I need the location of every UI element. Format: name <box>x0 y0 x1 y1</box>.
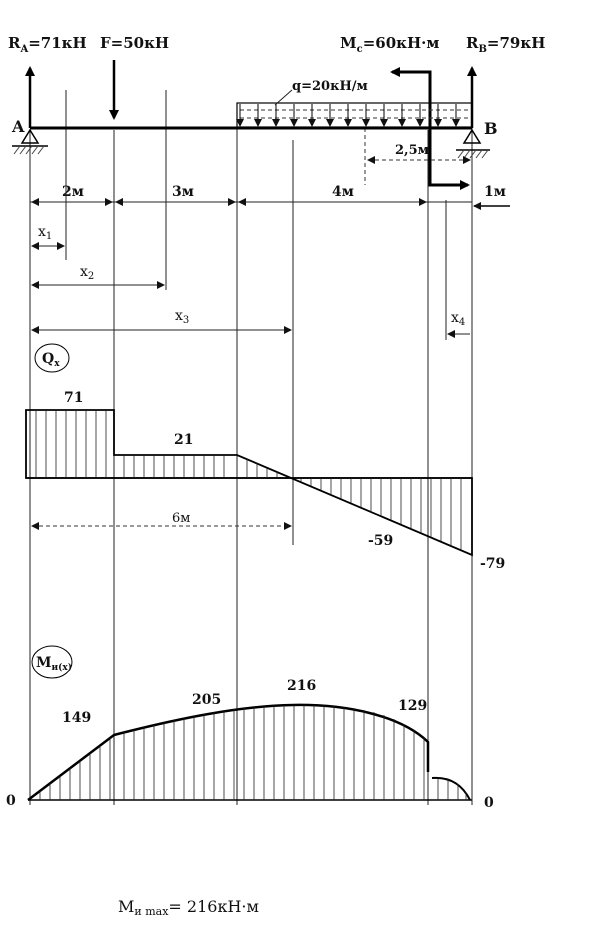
moment-value-149: 149 <box>62 710 91 726</box>
x4-sub: 4 <box>459 317 465 328</box>
x4-label: x <box>451 310 459 326</box>
dim-offset-mc: 2,5м <box>367 143 471 164</box>
ra-label: R <box>8 34 21 52</box>
force-f: F=50кН <box>100 34 169 120</box>
rb-sub: B <box>478 44 486 55</box>
x3-sub: 3 <box>183 315 189 326</box>
shear-value-minus79: -79 <box>480 556 505 572</box>
span-dimensions: 2м 3м 4м 1м <box>30 184 510 210</box>
result-sub: и max <box>134 905 169 918</box>
shear-sub: x <box>54 359 60 369</box>
reaction-ra: RA=71кН <box>8 34 87 128</box>
x1-label: x <box>38 224 46 240</box>
x2-sub: 2 <box>88 271 94 282</box>
svg-text:x2: x2 <box>80 264 94 282</box>
x2-label: x <box>80 264 88 280</box>
moment-label: M <box>36 655 52 671</box>
point-a-label: A <box>11 117 25 136</box>
shear-value-21: 21 <box>174 432 193 448</box>
shear-outline <box>25 409 473 557</box>
shear-value-minus59: -59 <box>368 533 393 549</box>
result-label: M <box>118 897 134 916</box>
moment-hatching <box>39 705 467 800</box>
moment-value-216: 216 <box>287 678 316 694</box>
x3-label: x <box>175 308 183 324</box>
rb-label: R <box>466 34 479 52</box>
shear-label: Q <box>42 351 54 367</box>
svg-text:RA=71кН: RA=71кН <box>8 34 87 55</box>
moment-curve <box>27 703 430 801</box>
section-coordinates: x1 x2 x3 x4 <box>31 224 470 338</box>
support-a <box>12 128 48 155</box>
dim-seg1: 2м <box>62 184 84 200</box>
svg-text:x4: x4 <box>451 310 465 328</box>
shear-hatching <box>35 410 462 550</box>
moment-diagram: Mи(x) 0 149 <box>6 645 494 811</box>
dim-seg3: 4м <box>332 184 354 200</box>
moment-zero-left: 0 <box>6 793 16 809</box>
x1-sub: 1 <box>46 231 52 242</box>
moment-value-129: 129 <box>398 698 427 714</box>
moment-sub: и(x) <box>52 662 73 673</box>
moment-zero-right: 0 <box>484 795 494 811</box>
max-moment-result: Mи max= 216кН·м <box>118 897 259 918</box>
rb-value: =79кН <box>487 34 545 52</box>
svg-text:Mи max= 216кН·м: Mи max= 216кН·м <box>118 897 259 918</box>
svg-text:Mc=60кН·м: Mc=60кН·м <box>340 34 439 55</box>
svg-text:Mи(x): Mи(x) <box>36 655 72 673</box>
ra-sub: A <box>19 44 28 55</box>
moment-value-205: 205 <box>192 692 221 708</box>
mc-label: M <box>340 34 357 52</box>
mc-sub: c <box>357 44 363 55</box>
zero-shear-label: 6м <box>172 511 190 526</box>
svg-text:x3: x3 <box>175 308 189 326</box>
svg-text:x1: x1 <box>38 224 52 242</box>
support-b <box>456 128 490 159</box>
moment-curve-end <box>431 776 471 801</box>
svg-text:Qx: Qx <box>42 351 60 369</box>
mc-value: =60кН·м <box>363 34 440 52</box>
shear-diagram: Qx 71 21 -59 -79 <box>25 343 505 572</box>
ra-value: =71кН <box>28 34 86 52</box>
dim-offset-mc-label: 2,5м <box>395 143 429 158</box>
q-label: q=20кН/м <box>292 79 368 94</box>
moment-mc: Mc=60кН·м <box>340 34 470 190</box>
distributed-load: q=20кН/м <box>236 79 473 185</box>
result-value: = 216кН·м <box>168 897 259 916</box>
dim-seg2: 3м <box>172 184 194 200</box>
reaction-rb: RB=79кН <box>466 34 545 128</box>
f-label: F=50кН <box>100 34 169 52</box>
dim-seg4: 1м <box>484 184 506 200</box>
point-b-label: B <box>484 119 498 138</box>
beam: A B <box>11 117 498 138</box>
shear-value-71: 71 <box>64 390 83 406</box>
svg-text:RB=79кН: RB=79кН <box>466 34 545 55</box>
